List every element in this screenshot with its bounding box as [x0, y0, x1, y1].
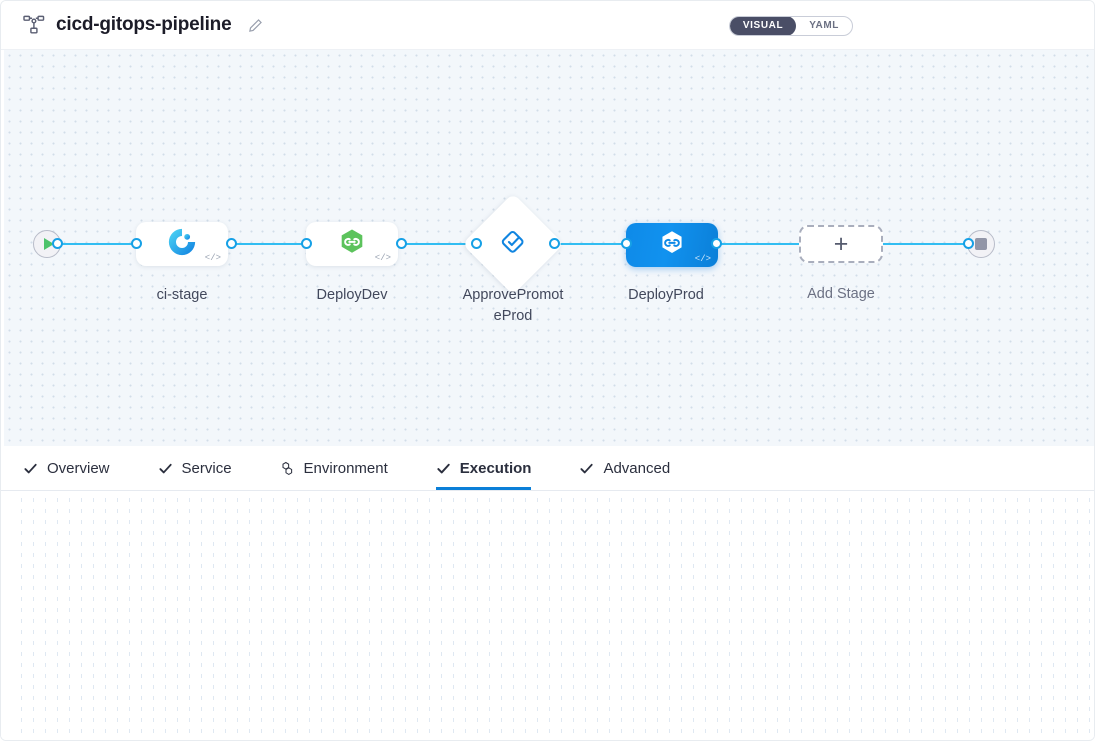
- kubernetes-hexagon-icon: [657, 228, 687, 263]
- stage-connector-dot[interactable]: [471, 238, 482, 249]
- toggle-option-yaml[interactable]: YAML: [796, 16, 852, 36]
- stage-card[interactable]: </>: [136, 222, 228, 266]
- plus-icon: +: [834, 232, 849, 257]
- stage-connector-dot[interactable]: [621, 238, 632, 249]
- pencil-icon[interactable]: [242, 18, 263, 33]
- tab-execution[interactable]: Execution: [436, 446, 554, 490]
- view-mode-toggle[interactable]: VISUAL YAML: [729, 16, 853, 36]
- stage-connector-dot[interactable]: [549, 238, 560, 249]
- stage-label: DeployProd: [614, 285, 718, 306]
- tab-environment[interactable]: Environment: [280, 446, 410, 490]
- tab-label: Advanced: [603, 460, 670, 477]
- stage-connector-dot[interactable]: [131, 238, 142, 249]
- stage-connector-dot[interactable]: [711, 238, 722, 249]
- tab-label: Environment: [304, 460, 388, 477]
- header-left-group: cicd-gitops-pipeline: [23, 14, 263, 36]
- tab-service[interactable]: Service: [158, 446, 254, 490]
- check-icon: [436, 461, 451, 476]
- check-icon: [158, 461, 173, 476]
- stage-connector-dot[interactable]: [226, 238, 237, 249]
- page-title: cicd-gitops-pipeline: [56, 14, 231, 36]
- stage-node-approvepromoteprod[interactable]: [477, 208, 549, 280]
- tab-label: Service: [182, 460, 232, 477]
- stages-canvas[interactable]: </> ci-stage: [1, 50, 1094, 446]
- pipeline-tree-icon: [23, 15, 45, 35]
- kubernetes-hexagon-icon: [337, 227, 367, 262]
- stage-code-flag: </>: [695, 255, 711, 264]
- check-icon: [579, 461, 594, 476]
- toggle-option-visual[interactable]: VISUAL: [730, 16, 796, 36]
- add-stage-button[interactable]: +: [799, 225, 883, 263]
- stage-node-deployprod[interactable]: </>: [626, 223, 718, 267]
- pipeline-header: cicd-gitops-pipeline VISUAL YAML: [1, 1, 1094, 50]
- stage-label: ci-stage: [130, 285, 234, 306]
- stage-code-flag: </>: [205, 254, 221, 263]
- tab-advanced[interactable]: Advanced: [579, 446, 692, 490]
- stage-config-tabs[interactable]: Overview Service Environment Execution: [1, 446, 1094, 491]
- add-stage-card[interactable]: +: [799, 225, 883, 263]
- approval-check-diamond-icon: [497, 226, 529, 263]
- stage-code-flag: </>: [375, 254, 391, 263]
- stage-node-deploydev[interactable]: </>: [306, 222, 398, 266]
- tab-label: Execution: [460, 460, 532, 477]
- stage-connector-dot[interactable]: [301, 238, 312, 249]
- stage-connector-dot[interactable]: [396, 238, 407, 249]
- stage-connector-dot[interactable]: [963, 238, 974, 249]
- check-icon: [23, 461, 38, 476]
- add-stage-label: Add Stage: [789, 284, 893, 305]
- ci-build-icon: [167, 227, 197, 262]
- stage-card[interactable]: </>: [306, 222, 398, 266]
- stage-connector-dot[interactable]: [52, 238, 63, 249]
- tab-overview[interactable]: Overview: [23, 446, 132, 490]
- steps-canvas[interactable]: </> Update Release Repo: [1, 491, 1094, 740]
- end-stop-icon: [975, 238, 987, 250]
- stage-label: DeployDev: [300, 285, 404, 306]
- stage-node-ci-stage[interactable]: </>: [136, 222, 228, 266]
- stage-card-selected[interactable]: </>: [626, 223, 718, 267]
- tab-label: Overview: [47, 460, 110, 477]
- infrastructure-icon: [280, 461, 295, 476]
